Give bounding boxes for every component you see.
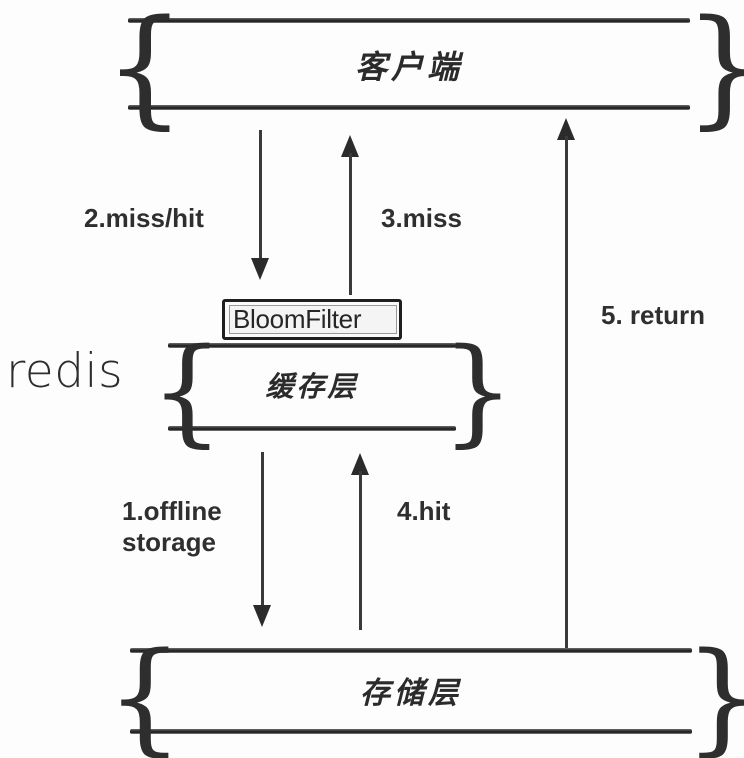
client-layer-top-rule <box>128 18 690 23</box>
flow-2-arrow-down <box>248 130 272 280</box>
flow-3-label: 3.miss <box>381 203 462 233</box>
flow-4-arrow-up <box>348 453 372 630</box>
bloomfilter-inner-frame: BloomFilter <box>229 305 397 334</box>
flow-3-arrow-up <box>338 135 362 295</box>
storage-layer-right-brace: } <box>684 636 744 758</box>
cache-layer-top-rule <box>168 343 456 348</box>
storage-layer-label: 存储层 <box>360 676 462 711</box>
cache-layer-label: 缓存层 <box>265 370 359 403</box>
cache-layer-left-brace: { <box>150 324 224 459</box>
flow-5-label: 5. return <box>601 300 706 330</box>
client-layer-left-brace: { <box>104 0 186 142</box>
flow-5-arrow-up <box>554 118 578 650</box>
bloomfilter-label: BloomFilter <box>233 305 362 334</box>
storage-layer-top-rule <box>130 648 692 653</box>
flow-1-label: 1.offline storage <box>122 496 222 557</box>
cache-layer-box: 缓存层 <box>168 343 456 431</box>
flow-2-label: 2.miss/hit <box>84 203 204 233</box>
client-layer-bottom-rule <box>128 105 690 110</box>
storage-layer-bottom-rule <box>130 729 692 734</box>
client-layer-right-brace: } <box>684 4 744 132</box>
redis-wordmark: redis <box>6 344 124 399</box>
storage-layer-box: 存储层 <box>130 648 692 734</box>
cache-layer-right-brace: } <box>441 324 515 459</box>
client-layer-label: 客户端 <box>354 48 463 86</box>
cache-layer-bottom-rule <box>168 426 456 431</box>
client-layer-box: 客户端 <box>128 18 690 110</box>
flow-1-arrow-down <box>250 452 274 627</box>
bloomfilter-component: BloomFilter <box>222 299 402 340</box>
storage-layer-left-brace: { <box>106 626 184 758</box>
flow-4-label: 4.hit <box>397 496 451 526</box>
